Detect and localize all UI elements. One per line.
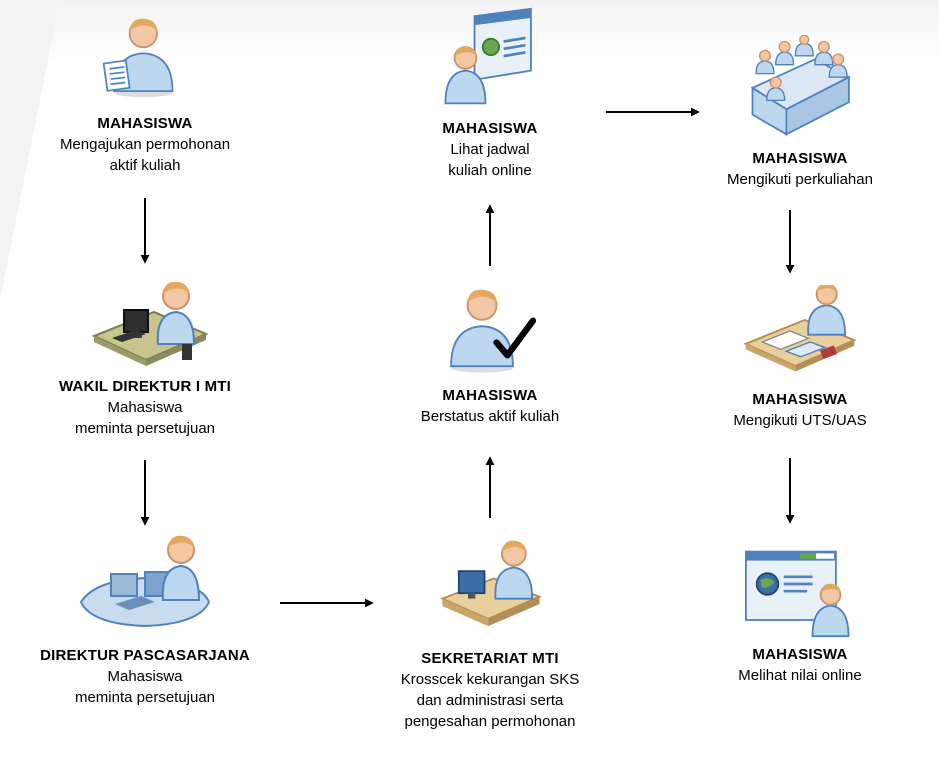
actor-name: SEKRETARIAT MTI [421, 650, 559, 667]
step-description: Mahasiswa meminta persetujuan [74, 399, 216, 437]
person-presentation-screen-icon [444, 7, 532, 105]
node-label: MAHASISWA Mengikuti perkuliahan [680, 148, 920, 190]
node-label: DIREKTUR PASCASARJANA Mahasiswa meminta … [10, 645, 280, 708]
node-mahasiswa-perkuliahan: MAHASISWA Mengikuti perkuliahan [680, 35, 920, 205]
node-mahasiswa-pengajuan: MAHASISWA Mengajukan permohonan aktif ku… [20, 5, 270, 190]
node-wakil-direktur: WAKIL DIREKTUR I MTI Mahasiswa meminta p… [10, 272, 280, 452]
step-description: Krosscek kekurangan SKS dan administrasi… [400, 671, 580, 730]
person-writing-at-desk-icon [743, 285, 857, 372]
node-label: MAHASISWA Melihat nilai online [690, 644, 910, 686]
actor-name: MAHASISWA [442, 387, 538, 404]
step-description: Melihat nilai online [738, 667, 862, 684]
person-with-checkmark-icon [450, 289, 537, 373]
node-mahasiswa-aktif: MAHASISWA Berstatus aktif kuliah [380, 282, 600, 432]
node-label: MAHASISWA Lihat jadwal kuliah online [400, 118, 580, 181]
node-sekretariat-mti: SEKRETARIAT MTI Krosscek kekurangan SKS … [355, 538, 625, 738]
node-label: MAHASISWA Mengajukan permohonan aktif ku… [20, 113, 270, 176]
node-mahasiswa-jadwal: MAHASISWA Lihat jadwal kuliah online [400, 5, 580, 195]
group-at-conference-table-icon [750, 35, 851, 136]
step-description: Mengikuti perkuliahan [727, 171, 873, 188]
node-label: SEKRETARIAT MTI Krosscek kekurangan SKS … [355, 648, 625, 732]
person-at-computer-desk-icon [91, 281, 209, 366]
actor-name: MAHASISWA [752, 150, 848, 167]
node-label: MAHASISWA Berstatus aktif kuliah [380, 385, 600, 427]
person-with-document-icon [102, 18, 174, 98]
person-at-workstation-icon [79, 535, 211, 628]
node-mahasiswa-nilai: MAHASISWA Melihat nilai online [690, 548, 910, 698]
step-description: Berstatus aktif kuliah [420, 408, 560, 425]
actor-name: MAHASISWA [442, 120, 538, 137]
step-description: Mengajukan permohonan aktif kuliah [59, 136, 231, 174]
actor-name: WAKIL DIREKTUR I MTI [58, 378, 232, 395]
node-label: MAHASISWA Mengikuti UTS/UAS [690, 389, 910, 431]
node-label: WAKIL DIREKTUR I MTI Mahasiswa meminta p… [10, 376, 280, 439]
person-web-browser-icon [745, 550, 850, 638]
node-direktur-pascasarjana: DIREKTUR PASCASARJANA Mahasiswa meminta … [10, 532, 280, 717]
step-description: Lihat jadwal kuliah online [448, 141, 532, 179]
step-description: Mahasiswa meminta persetujuan [74, 668, 216, 706]
actor-name: MAHASISWA [752, 391, 848, 408]
step-description: Mengikuti UTS/UAS [733, 412, 867, 429]
actor-name: MAHASISWA [97, 115, 193, 132]
actor-name: DIREKTUR PASCASARJANA [40, 647, 250, 664]
person-at-office-desk-icon [439, 540, 542, 627]
actor-name: MAHASISWA [752, 646, 848, 663]
node-mahasiswa-ujian: MAHASISWA Mengikuti UTS/UAS [690, 285, 910, 445]
